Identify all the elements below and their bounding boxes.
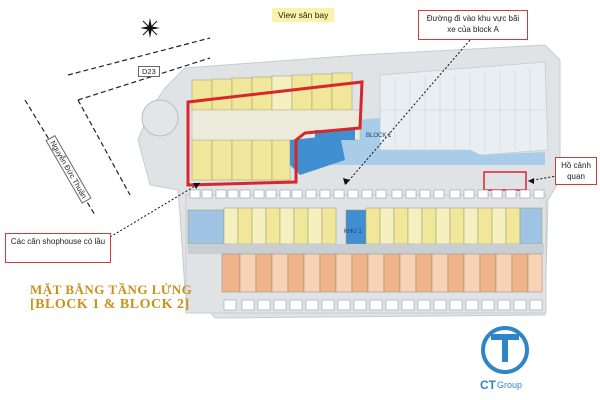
lower-upper-units: [187, 207, 543, 245]
parking-stalls: [380, 68, 545, 150]
lower-bottom-units: [221, 253, 543, 293]
block-a-pool: [290, 135, 345, 175]
khu-label: KHU 1: [344, 229, 362, 235]
parking-entrance-callout: Đường đi vào khu vực bãi xe của block A: [418, 10, 528, 40]
plan-title-line2: [BLOCK 1 & BLOCK 2]: [30, 297, 190, 312]
landscape-lake-callout: Hồ cảnh quan: [555, 157, 597, 185]
lower-top-label-row: [189, 189, 545, 199]
parking-lot: [379, 61, 549, 156]
lower-corridor: [188, 244, 544, 254]
block-label: BLOCK 1: [366, 133, 392, 139]
shophouse-callout: Các căn shophouse có lầu: [5, 233, 111, 263]
logo-brand-sub: Group: [497, 380, 523, 390]
water-strip: [300, 118, 545, 165]
plan-title-line1: MẶT BẰNG TẦNG LỬNG: [30, 282, 193, 297]
shophouse-highlight: [186, 80, 364, 187]
block-a-corridor: [315, 130, 355, 140]
arrow-heads: [193, 178, 534, 189]
ct-logo-mark: [481, 326, 529, 374]
logo-brand-main: CT: [480, 378, 496, 392]
compass-icon: [140, 18, 160, 38]
lake-highlight: [483, 171, 527, 191]
view-airport-label: View sân bay: [272, 8, 335, 22]
corner-tower: [141, 99, 179, 137]
road-label-d23: D23: [138, 66, 160, 77]
lower-bottom-label-row: [223, 299, 543, 311]
